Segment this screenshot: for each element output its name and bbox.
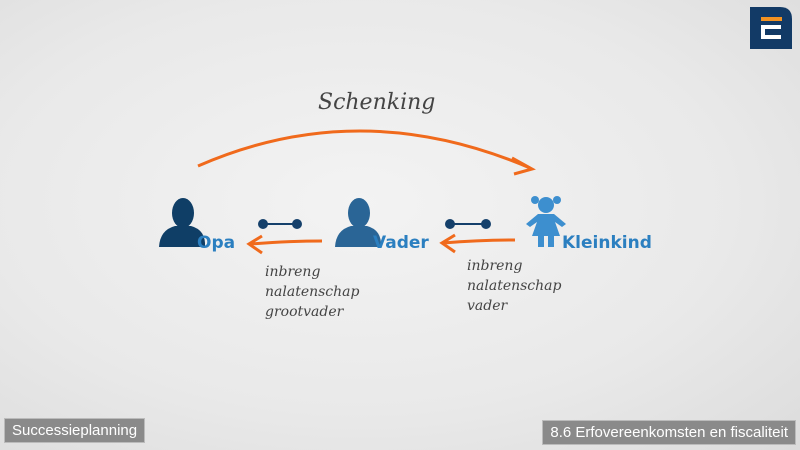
note-line: inbreng [467,258,523,274]
person-label-vader: Vader [373,233,429,253]
note-grootvader: inbreng nalatenschap grootvader [265,262,359,322]
note-vader: inbreng nalatenschap vader [467,256,561,316]
note-line: vader [467,298,508,314]
note-line: nalatenschap [265,284,360,300]
child-icon-kleinkind [526,196,566,247]
note-line: grootvader [265,304,344,320]
link-icon [258,219,491,229]
person-label-kleinkind: Kleinkind [562,233,652,253]
arrow-kleinkind-vader [439,233,516,254]
footer-topic: Successieplanning [4,418,146,443]
logo [750,7,792,49]
arrow-vader-opa [246,234,323,255]
schenking-label: Schenking [318,90,436,115]
footer-chapter: 8.6 Erfovereenkomsten en fiscaliteit [542,420,796,445]
person-icon-vader [335,198,382,247]
person-label-opa: Opa [197,233,236,253]
person-icon-opa [159,198,206,247]
note-line: inbreng [265,264,321,280]
note-line: nalatenschap [467,278,562,294]
